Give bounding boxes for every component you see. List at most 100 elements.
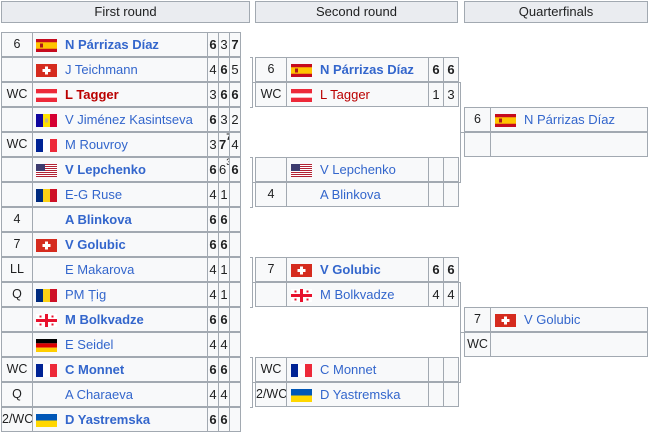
seed-cell: 7 [464,307,491,332]
player-name-link[interactable]: J Teichmann [65,62,138,77]
france-flag-icon [36,139,57,152]
seed-cell: 2/WC [1,407,33,432]
second-round-player-cell: L Tagger [286,82,429,107]
set-score: 6 [207,107,219,132]
first-round-player-cell: C Monnet [32,357,208,382]
score-value: 2 [231,112,239,127]
set-score: 6 [428,257,444,282]
player-name-link[interactable]: V Lepchenko [65,162,146,177]
bracket-connector [458,382,461,383]
player-name-link[interactable]: A Blinkova [65,212,132,227]
score-value: 4 [231,137,239,152]
score-value: 6 [209,112,217,127]
score-value: 4 [220,387,228,402]
player-name-link[interactable]: V Golubic [65,237,126,252]
bracket-connector [252,182,255,183]
andorra-flag-icon [36,114,57,127]
bracket-connector [252,382,255,383]
set-score: 4 [428,282,444,307]
switzerland-flag-icon [36,64,57,77]
bracket-connector [250,157,253,158]
score-value: 1 [220,287,228,302]
score-value: 7 [219,137,227,152]
score-value: 6 [220,62,228,77]
set-score [229,357,241,382]
score-value: 6 [231,87,239,102]
seed-cell: WC [255,357,287,382]
score-value: 1 [220,262,228,277]
score-value: 6 [220,212,228,227]
seed-cell: WC [1,357,33,382]
player-name-link[interactable]: C Monnet [320,362,377,377]
switzerland-flag-icon [495,314,516,327]
set-score [229,182,241,207]
seed-cell [255,282,287,307]
seed-cell: Q [1,382,33,407]
score-value: 4 [209,262,217,277]
header-quarterfinals: Quarterfinals [464,1,648,23]
player-name-link[interactable]: A Charaeva [65,387,133,402]
set-score: 6 [218,57,230,82]
bracket-connector [250,257,253,258]
score-value: 7 [231,37,239,52]
player-name-link[interactable]: N Párrizas Díaz [524,112,616,127]
player-name-link[interactable]: D Yastremska [65,412,151,427]
first-round-player-cell: L Tagger [32,82,208,107]
bracket-connector [252,282,255,283]
player-name-link[interactable]: D Yastremska [320,387,401,402]
seed-cell: 6 [464,107,491,132]
set-score: 6 [428,57,444,82]
header-second-round: Second round [255,1,458,23]
score-value: 4 [209,387,217,402]
player-name-link[interactable]: E Seidel [65,337,114,352]
first-round-player-cell: N Párrizas Díaz [32,32,208,57]
player-name-link[interactable]: M Rouvroy [65,137,128,152]
player-name-link[interactable]: V Lepchenko [320,162,396,177]
set-score [443,357,459,382]
seed-cell: 7 [255,257,287,282]
header-first-round: First round [1,1,250,23]
player-name-link[interactable]: N Párrizas Díaz [65,37,159,52]
tiebreak-score: 7 [226,133,229,142]
score-value: 4 [220,337,228,352]
player-name-link[interactable]: M Bolkvadze [320,287,395,302]
player-name-link[interactable]: N Párrizas Díaz [320,62,414,77]
quarterfinal-player-cell [490,132,648,157]
score-value: 6 [209,37,217,52]
second-round-player-cell: V Lepchenko [286,157,429,182]
ukraine-flag-icon [291,389,312,402]
player-name-link[interactable]: L Tagger [320,87,370,102]
second-round-player-cell: V Golubic [286,257,429,282]
bracket-connector [250,57,253,58]
switzerland-flag-icon [36,239,57,252]
player-name-link[interactable]: PM Țig [65,287,107,302]
seed-cell: 7 [1,232,33,257]
bracket-connector [458,282,461,283]
player-name-link[interactable]: M Bolkvadze [65,312,144,327]
seed-cell [1,332,33,357]
player-name-link[interactable]: E Makarova [65,262,135,277]
player-name-link[interactable]: C Monnet [65,362,125,377]
set-score [229,382,241,407]
georgia-flag-icon [36,314,57,327]
score-value: 6 [220,412,228,427]
player-name-link[interactable]: V Golubic [320,262,381,277]
set-score: 6 [207,207,219,232]
player-name-link[interactable]: V Golubic [524,312,581,327]
second-round-player-cell: N Párrizas Díaz [286,57,429,82]
set-score [443,382,459,407]
player-name-link[interactable]: L Tagger [65,87,119,102]
bracket-connector [458,82,461,83]
quarterfinal-player-cell: V Golubic [490,307,648,332]
player-name-link[interactable]: E-G Ruse [65,187,123,202]
player-name-link[interactable]: A Blinkova [320,187,381,202]
quarterfinal-player-cell [490,332,648,357]
seed-cell: 6 [255,57,287,82]
tiebreak-score: 3 [226,158,229,167]
score-value: 6 [220,312,228,327]
germany-flag-icon [36,339,57,352]
set-score: 7 [229,32,241,57]
player-name-link[interactable]: V Jiménez Kasintseva [65,112,193,127]
second-round-player-cell: M Bolkvadze [286,282,429,307]
set-score [428,357,444,382]
